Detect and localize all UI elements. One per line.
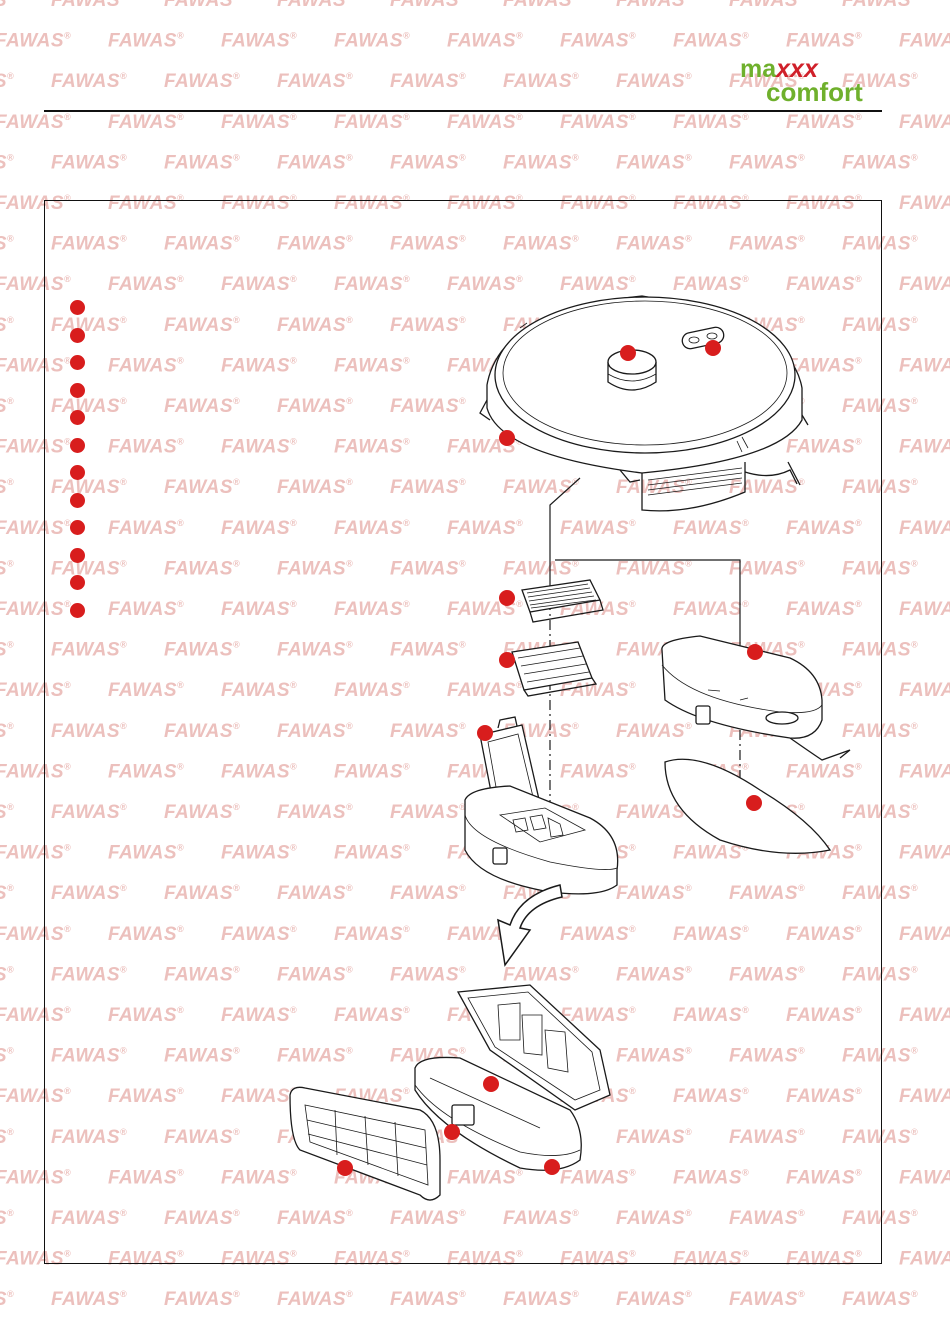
legend-marker — [70, 520, 85, 535]
hepa-filter — [511, 641, 598, 697]
sponge-filter — [521, 579, 604, 623]
logo-xxx: xxx — [776, 55, 818, 83]
logo-ma: ma — [740, 55, 777, 83]
part-marker-mop-pad — [746, 795, 762, 811]
maxxx-comfort-logo: maxxx comfort — [740, 56, 880, 108]
legend-marker — [70, 327, 85, 343]
part-marker-dustbin-body — [544, 1159, 560, 1175]
part-marker-lidar — [620, 345, 636, 361]
rotate-arrow — [497, 884, 563, 967]
primary-filter-frame — [289, 1086, 441, 1201]
legend-marker — [70, 465, 85, 480]
legend-marker — [70, 602, 85, 618]
part-marker-dustbin-lid — [477, 725, 493, 741]
leader-line-main — [549, 477, 581, 600]
header-rule — [44, 110, 882, 112]
legend-marker — [70, 492, 85, 508]
part-marker-primary-filter — [337, 1160, 353, 1176]
legend-marker — [70, 382, 85, 398]
water-tank — [661, 635, 851, 761]
part-marker-button — [705, 340, 721, 356]
part-marker-dustbin-latch — [444, 1124, 460, 1140]
part-marker-sponge-filter — [499, 590, 515, 606]
legend-marker — [70, 575, 85, 590]
part-marker-water-tank — [747, 644, 763, 660]
robot-body — [479, 295, 809, 512]
legend-marker — [70, 410, 85, 425]
legend-marker — [70, 437, 85, 453]
logo-ma-text: maxxx — [740, 56, 818, 82]
dustbin-open-view — [414, 984, 611, 1171]
figure-frame — [44, 200, 882, 1264]
part-marker-bumper — [499, 430, 515, 446]
dustbin-assembly — [464, 716, 619, 895]
lidar-turret — [607, 349, 657, 391]
legend-marker — [70, 355, 85, 370]
legend-marker — [70, 300, 85, 315]
logo-comfort-text: comfort — [766, 77, 863, 107]
part-marker-dustbin-inner — [483, 1076, 499, 1092]
legend-marker — [70, 547, 85, 563]
part-marker-hepa-filter — [499, 652, 515, 668]
